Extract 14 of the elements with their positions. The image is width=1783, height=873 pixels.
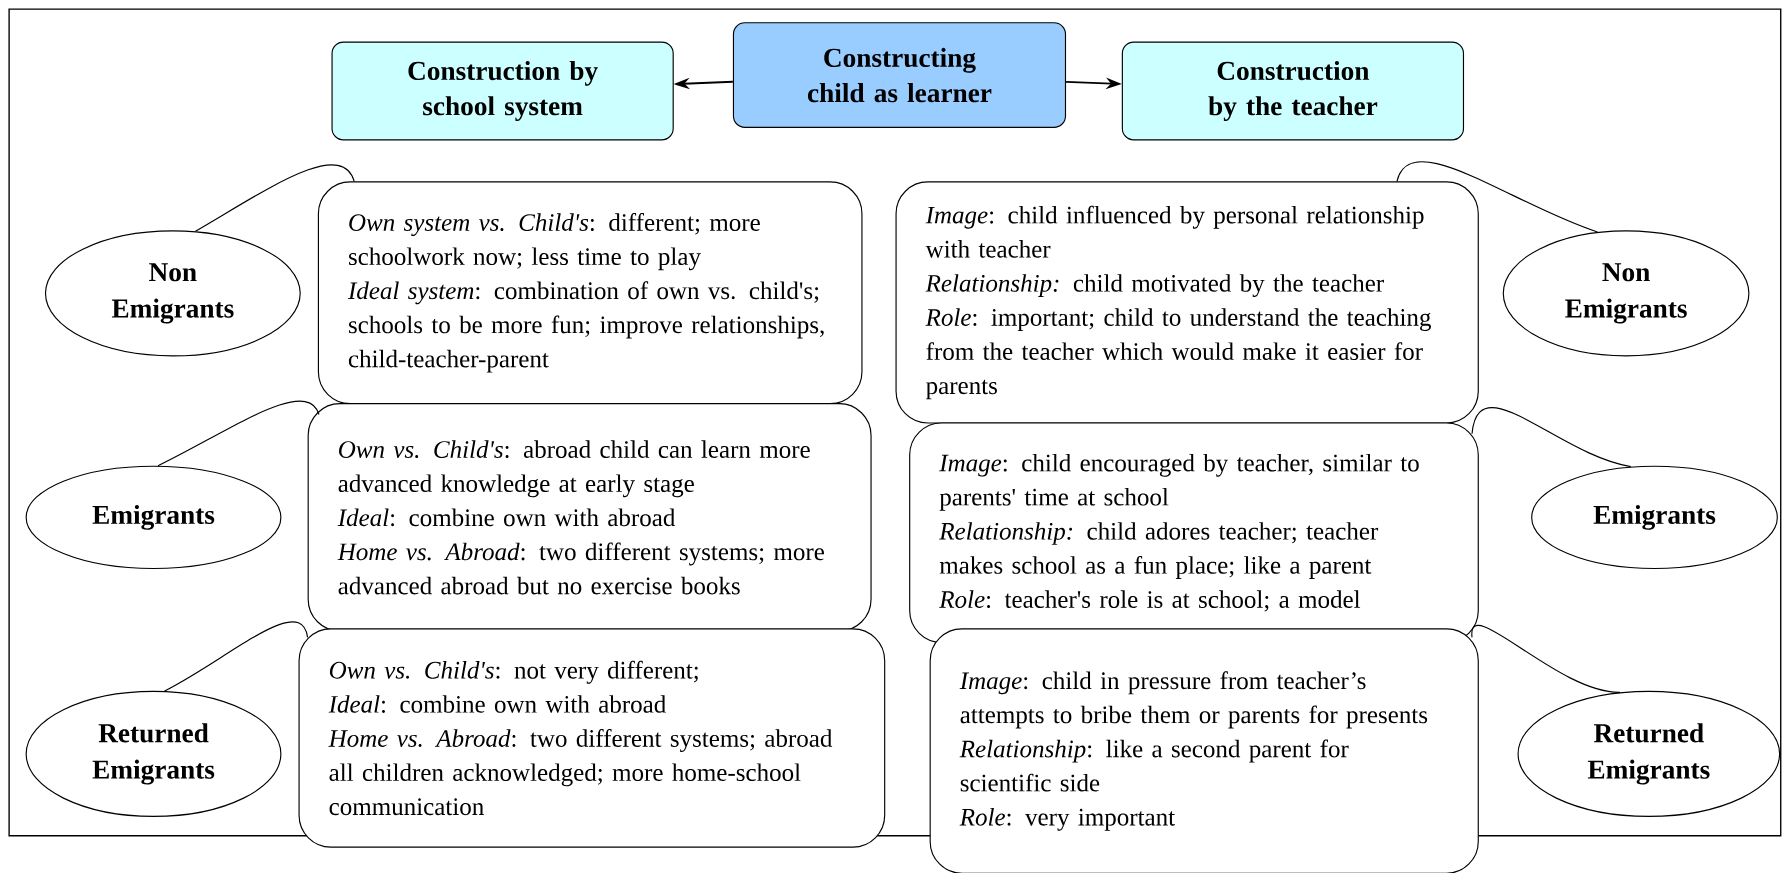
callout-line (157, 400, 320, 467)
callout-line (1396, 160, 1599, 233)
title-box: Construction by school system (331, 41, 674, 141)
callout-line (194, 164, 355, 232)
callout-box: Own system vs. Child's: different; more schoolwork now; less time to play Ideal system: combination of own vs. child's; schools to be more fun; improve relationships, child-teacher-parent (317, 181, 863, 405)
callout-line (1471, 624, 1621, 693)
title-box: Constructing child as learner (732, 22, 1067, 128)
callout-box: Own vs. Child's: not very different; Ideal: combine own with abroad Home vs. Abroad: two different systems; abroad all children acknowledged; more home-school communication (298, 628, 886, 848)
callout-box: Image: child in pressure from teacher’s attempts to bribe them or parents for presents Relationship: like a second parent for scientific side Role: very important (929, 628, 1479, 873)
callout-line (1471, 407, 1632, 468)
callout-box: Own vs. Child's: abroad child can learn more advanced knowledge at early stage Ideal: combine own with abroad Home vs. Abroad: two different systems; more advanced abroad but no exercise books (307, 402, 872, 632)
title-box: Construction by the teacher (1121, 41, 1465, 141)
callout-box: Image: child encouraged by teacher, similar to parents' time at school Relationship: child adores teacher; teacher makes school as a fun place; like a parent Role: teacher's role is at school; a model (909, 422, 1479, 643)
callout-box: Image: child influenced by personal relationship with teacher Relationship: child motivated by the teacher Role: important; child to understand the teaching from the teacher which would make it easier for parents (895, 181, 1479, 424)
